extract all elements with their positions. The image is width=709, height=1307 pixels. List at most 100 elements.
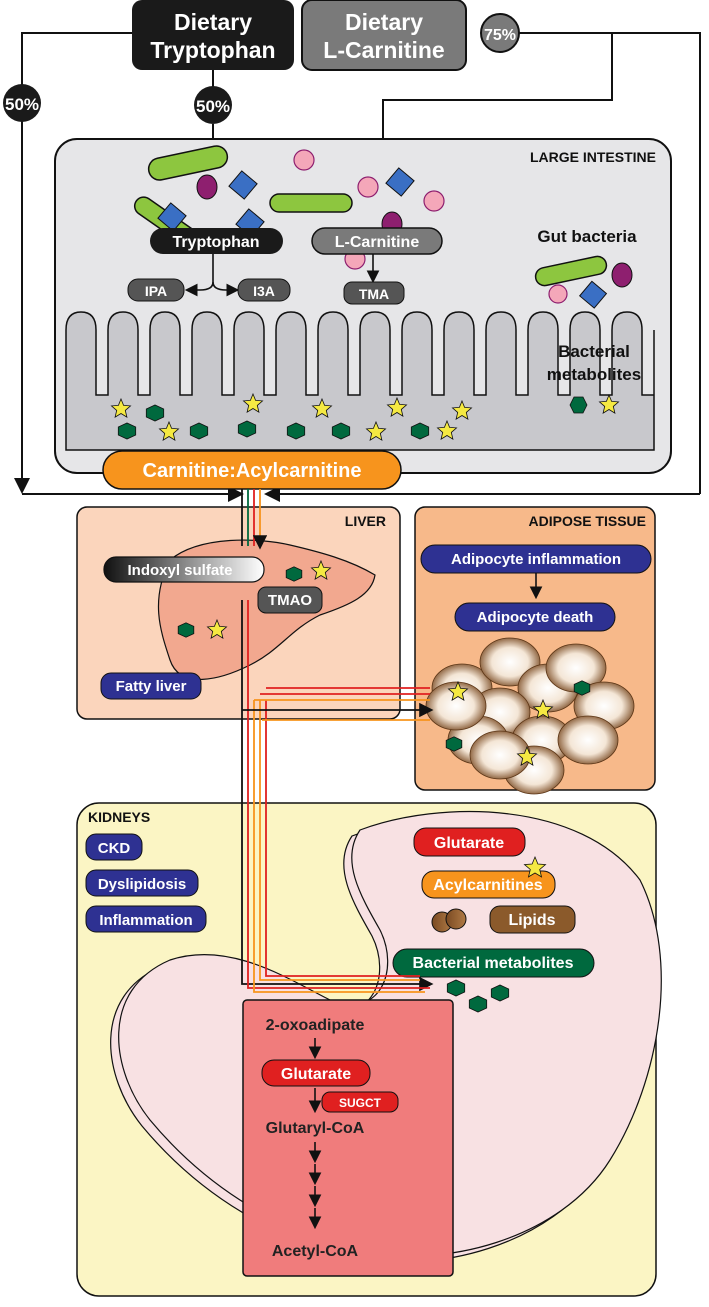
kidneys-title: KIDNEYS <box>88 809 150 825</box>
condition-label: Dyslipidosis <box>98 876 186 893</box>
pct-left-badge: 50% <box>3 84 41 122</box>
svg-text:TMAO: TMAO <box>268 592 312 609</box>
tma-pill: TMA <box>343 281 405 305</box>
pathway-acetyl-coa: Acetyl-CoA <box>272 1243 359 1260</box>
l-carnitine-pill: L-Carnitine <box>311 227 443 255</box>
svg-text:L-Carnitine: L-Carnitine <box>335 234 420 251</box>
metabolite-hexagon-icon <box>490 984 510 1002</box>
pathway-2-oxoadipate: 2-oxoadipate <box>266 1017 365 1034</box>
metabolite-hexagon-icon <box>410 422 430 440</box>
condition-label: Inflammation <box>99 912 192 929</box>
svg-text:Lipids: Lipids <box>508 912 555 929</box>
intestine-legend: Gut bacteria Bacterial metabolites <box>534 227 641 414</box>
metabolite-star-icon <box>436 419 458 440</box>
i3a-pill: I3A <box>237 278 291 302</box>
metabolite-hexagon-icon <box>189 422 209 440</box>
liver-title: LIVER <box>345 513 386 529</box>
condition-pill <box>85 869 199 897</box>
metabolite-hexagon-icon <box>145 404 165 422</box>
metabolite-hexagon-icon <box>331 422 351 440</box>
glutarate-pathway-box: 2-oxoadipate Glutarate SUGCT Glutaryl-Co… <box>242 999 454 1277</box>
metabolite-star-icon <box>523 855 547 878</box>
svg-text:50%: 50% <box>196 97 230 116</box>
adipocyte-death-pill: Adipocyte death <box>454 602 616 632</box>
metabolite-hexagon-icon <box>445 736 463 752</box>
circulation-lines <box>241 489 434 993</box>
svg-text:TMA: TMA <box>359 286 389 302</box>
metabolite-star-icon <box>386 396 408 417</box>
kidney-lipids-pill: Lipids <box>489 905 576 934</box>
lipid-droplets-icon <box>431 908 467 933</box>
metabolite-star-icon <box>532 698 554 719</box>
metabolite-hexagon-icon <box>468 995 488 1013</box>
condition-pill <box>85 833 143 861</box>
intestine-arrows <box>184 254 380 297</box>
legend-gut-bacteria: Gut bacteria <box>537 227 637 246</box>
metabolite-star-icon <box>365 420 387 441</box>
kidney-metabolites <box>446 855 547 1013</box>
svg-text:Carnitine:Acylcarnitine: Carnitine:Acylcarnitine <box>143 460 362 482</box>
dietary-tryptophan-box: Dietary Tryptophan <box>132 0 294 70</box>
svg-text:75%: 75% <box>484 27 516 44</box>
svg-text:Tryptophan: Tryptophan <box>172 234 259 251</box>
intestine-metabolites <box>110 392 473 441</box>
tryptophan-line2: Tryptophan <box>150 37 275 63</box>
kidney-acylcarnitines-pill: Acylcarnitines <box>421 870 556 899</box>
metabolite-star-icon <box>447 680 469 701</box>
svg-text:Bacterial metabolites: Bacterial metabolites <box>413 955 574 972</box>
intestinal-villi <box>65 311 655 451</box>
legend-metabolites-line1: Bacterial <box>558 342 630 361</box>
fatty-liver-pill: Fatty liver <box>100 672 202 700</box>
adipocyte-cell <box>557 715 619 765</box>
metabolite-star-icon <box>311 397 333 418</box>
metabolite-star-icon <box>310 559 332 580</box>
metabolite-hexagon-icon <box>286 422 306 440</box>
carnitine-line2: L-Carnitine <box>323 37 444 63</box>
ipa-pill: IPA <box>127 278 185 302</box>
kidney-bacterial-metabolites-pill: Bacterial metabolites <box>392 948 595 978</box>
condition-label: CKD <box>98 840 131 857</box>
metabolite-hexagon-icon <box>117 422 137 440</box>
tryptophan-pill: Tryptophan <box>150 228 283 254</box>
metabolite-hexagon-icon <box>177 622 195 638</box>
svg-text:Adipocyte inflammation: Adipocyte inflammation <box>451 551 621 568</box>
large-intestine-title: LARGE INTESTINE <box>530 149 656 165</box>
indoxyl-sulfate-pill: Indoxyl sulfate <box>103 556 265 583</box>
metabolite-star-icon <box>516 745 538 766</box>
metabolite-hexagon-icon <box>237 420 257 438</box>
legend-metabolites-line2: metabolites <box>547 365 641 384</box>
metabolite-star-icon <box>242 392 264 413</box>
pathway-glutarate: Glutarate <box>281 1066 351 1083</box>
svg-text:Fatty liver: Fatty liver <box>116 678 187 695</box>
metabolite-star-icon <box>158 420 180 441</box>
pct-center-badge: 50% <box>194 86 232 124</box>
adipocyte-cluster <box>425 637 635 795</box>
tryptophan-line1: Dietary <box>174 9 252 35</box>
metabolite-star-icon <box>206 618 228 639</box>
adipose-title: ADIPOSE TISSUE <box>529 513 646 529</box>
metabolite-star-icon <box>451 399 473 420</box>
condition-pill <box>85 905 207 933</box>
metabolite-star-icon <box>110 397 132 418</box>
svg-text:Adipocyte death: Adipocyte death <box>477 609 594 626</box>
pct-right-badge: 75% <box>480 13 520 53</box>
tmao-pill: TMAO <box>257 586 323 614</box>
kidney-glutarate-pill: Glutarate <box>413 827 526 857</box>
svg-text:50%: 50% <box>5 95 39 114</box>
svg-text:IPA: IPA <box>145 283 167 299</box>
svg-text:I3A: I3A <box>253 283 275 299</box>
pathway-sugct-enzyme: SUGCT <box>339 1096 382 1110</box>
metabolite-hexagon-icon <box>573 680 591 696</box>
carnitine-line1: Dietary <box>345 9 423 35</box>
svg-text:Acylcarnitines: Acylcarnitines <box>433 877 542 894</box>
metabolite-hexagon-icon <box>446 979 466 997</box>
svg-text:Glutarate: Glutarate <box>434 835 504 852</box>
metabolite-hexagon-icon <box>285 566 303 582</box>
svg-text:Indoxyl sulfate: Indoxyl sulfate <box>127 562 232 579</box>
liver-metabolites <box>177 559 332 639</box>
pathway-glutaryl-coa: Glutaryl-CoA <box>266 1120 365 1137</box>
dietary-carnitine-box: Dietary L-Carnitine <box>301 0 467 71</box>
carnitine-acylcarnitine-pill: Carnitine:Acylcarnitine <box>102 450 402 490</box>
